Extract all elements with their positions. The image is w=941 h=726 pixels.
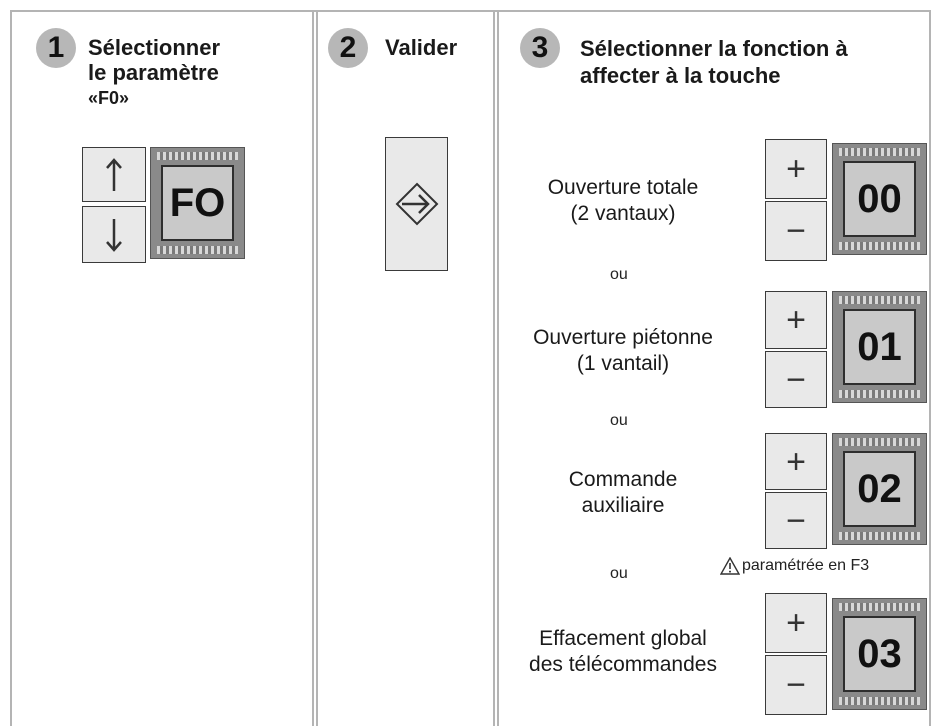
display-screen: FO — [161, 165, 234, 241]
enter-arrow-icon — [395, 182, 438, 226]
step-2-number: 2 — [328, 28, 368, 68]
step-1-title-line3: «F0» — [88, 88, 130, 108]
option-label-line2: (1 vantail) — [576, 352, 670, 375]
display-pins — [839, 438, 920, 446]
step-3-title-line2: affecter à la touche — [580, 63, 781, 88]
display-pins — [839, 697, 920, 705]
separator-ou: ou — [610, 266, 628, 283]
plus-icon: + — [786, 150, 806, 188]
plus-button[interactable]: + — [765, 139, 827, 199]
arrow-down-icon — [106, 218, 122, 252]
option-label: Ouverture piétonne (1 vantail) — [500, 325, 746, 377]
plus-icon: + — [786, 301, 806, 339]
option-label: Ouverture totale (2 vantaux) — [500, 175, 746, 227]
step-1-number: 1 — [36, 28, 76, 68]
table-left-border — [10, 10, 12, 726]
display-pins — [839, 532, 920, 540]
column-divider-1 — [312, 10, 314, 726]
display-screen: 02 — [843, 451, 916, 527]
validate-button[interactable] — [385, 137, 448, 271]
display-pins — [839, 603, 920, 611]
warning-text: paramétrée en F3 — [742, 557, 870, 574]
step-1-title-line2: le paramètre — [88, 60, 219, 85]
separator-ou: ou — [610, 412, 628, 429]
option-label-line2: (2 vantaux) — [570, 202, 676, 225]
plus-button[interactable]: + — [765, 593, 827, 653]
option-label-line1: Ouverture piétonne — [533, 326, 713, 349]
column-divider-1b — [316, 10, 318, 726]
minus-icon: − — [786, 501, 806, 540]
display-pins — [157, 152, 238, 160]
display-option-02: 02 — [832, 433, 927, 545]
option-label-line1: Ouverture totale — [547, 176, 699, 199]
minus-icon: − — [786, 360, 806, 399]
display-pins — [839, 148, 920, 156]
option-label: Effacement global des télécommandes — [500, 626, 746, 678]
display-screen: 03 — [843, 616, 916, 692]
option-label: Commande auxiliaire — [500, 467, 746, 519]
minus-button[interactable]: − — [765, 655, 827, 715]
minus-button[interactable]: − — [765, 201, 827, 261]
display-option-01: 01 — [832, 291, 927, 403]
up-arrow-button[interactable] — [82, 147, 146, 202]
step-2-title: Valider — [385, 35, 458, 60]
warning-note: paramétrée en F3 — [720, 557, 869, 575]
minus-button[interactable]: − — [765, 492, 827, 549]
step-1-title-line1: Sélectionner — [88, 35, 221, 60]
plus-icon: + — [786, 442, 806, 481]
plus-icon: + — [786, 604, 806, 642]
plus-button[interactable]: + — [765, 291, 827, 349]
display-f0: FO — [150, 147, 245, 259]
display-pins — [839, 296, 920, 304]
option-label-line1: Commande — [568, 468, 678, 491]
display-screen: 00 — [843, 161, 916, 237]
display-option-03: 03 — [832, 598, 927, 710]
down-arrow-button[interactable] — [82, 206, 146, 263]
display-pins — [157, 246, 238, 254]
column-divider-2 — [493, 10, 495, 726]
column-divider-2b — [497, 10, 499, 726]
option-label-line1: Effacement global — [539, 627, 707, 650]
minus-icon: − — [786, 666, 806, 704]
step-3-number: 3 — [520, 28, 560, 68]
step-3-title-line1: Sélectionner la fonction à — [580, 36, 848, 61]
minus-button[interactable]: − — [765, 351, 827, 408]
minus-icon: − — [786, 212, 806, 250]
option-label-line2: des télécommandes — [529, 653, 717, 676]
table-top-border — [10, 10, 931, 12]
display-pins — [839, 390, 920, 398]
display-screen: 01 — [843, 309, 916, 385]
arrow-up-icon — [106, 157, 122, 191]
separator-ou: ou — [610, 565, 628, 582]
table-right-border — [929, 10, 931, 726]
warning-icon — [720, 557, 740, 575]
option-label-line2: auxiliaire — [581, 494, 665, 517]
display-option-00: 00 — [832, 143, 927, 255]
display-pins — [839, 242, 920, 250]
plus-button[interactable]: + — [765, 433, 827, 490]
